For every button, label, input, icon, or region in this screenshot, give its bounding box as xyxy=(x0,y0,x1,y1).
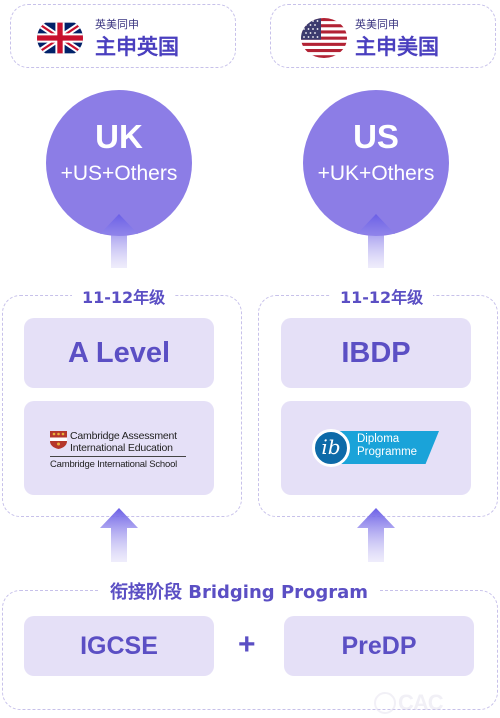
us-header-subtitle: 英美同申 xyxy=(355,18,399,31)
watermark-logo: CAC xyxy=(374,690,474,716)
ib-logo-line-2: Programme xyxy=(357,446,418,458)
uk-circle-main: UK xyxy=(95,118,143,155)
ib-logo-line-1: Diploma xyxy=(357,433,400,445)
up-arrow-icon xyxy=(100,508,138,562)
uk-target-circle: UK +US+Others xyxy=(46,90,192,236)
cambridge-logo-line-1: Cambridge Assessment xyxy=(70,430,177,442)
plus-icon: + xyxy=(238,628,256,661)
cambridge-logo-divider xyxy=(50,456,186,457)
ib-logo-icon: ib xyxy=(312,429,350,467)
bridging-title: 衔接阶段 Bridging Program xyxy=(100,578,379,604)
ib-logo-card: ib Diploma Programme xyxy=(281,401,471,495)
cambridge-shield-icon xyxy=(50,431,67,449)
a-level-card: A Level xyxy=(24,318,214,388)
us-grade-label: 11-12年级 xyxy=(330,284,434,308)
igcse-card: IGCSE xyxy=(24,616,214,676)
us-target-circle: US +UK+Others xyxy=(303,90,449,236)
uk-flag-icon xyxy=(37,18,83,58)
uk-grade-label: 11-12年级 xyxy=(72,284,176,308)
cambridge-logo-card: Cambridge Assessment International Educa… xyxy=(24,401,214,495)
us-header-title: 主申美国 xyxy=(355,35,439,59)
cambridge-logo-line-3: Cambridge International School xyxy=(50,459,178,470)
up-arrow-icon xyxy=(357,214,395,268)
watermark-globe-icon xyxy=(374,692,396,714)
watermark-text: CAC xyxy=(398,690,444,715)
us-flag-icon xyxy=(301,18,347,58)
us-circle-main: US xyxy=(353,118,399,155)
uk-header-title: 主申英国 xyxy=(95,35,179,59)
uk-header-box: 英美同申 主申英国 xyxy=(10,4,236,68)
ibdp-card: IBDP xyxy=(281,318,471,388)
uk-circle-sub: +US+Others xyxy=(60,162,178,185)
up-arrow-icon xyxy=(100,214,138,268)
up-arrow-icon xyxy=(357,508,395,562)
us-header-box: 英美同申 主申美国 xyxy=(270,4,496,68)
predp-card: PreDP xyxy=(284,616,474,676)
cambridge-logo-line-2: International Education xyxy=(70,442,173,454)
uk-header-subtitle: 英美同申 xyxy=(95,18,139,31)
us-circle-sub: +UK+Others xyxy=(317,162,435,185)
